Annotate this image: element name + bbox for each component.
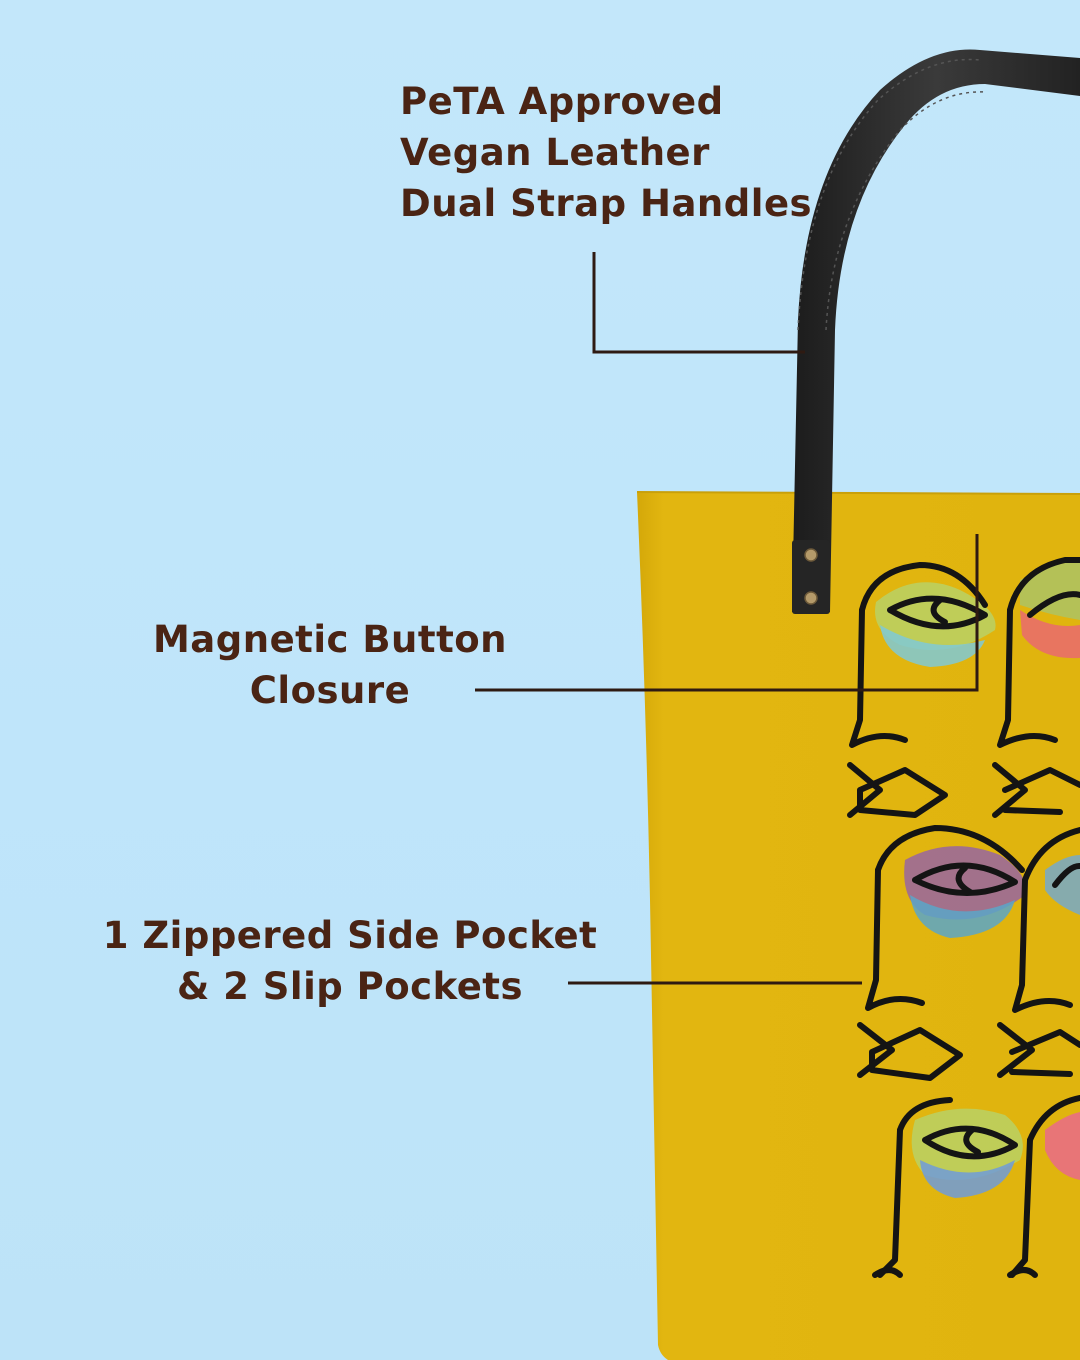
straps-callout-line-2: Vegan Leather [400,131,710,174]
pockets-callout-line-1: 1 Zippered Side Pocket [102,914,598,957]
strap-handle [792,49,1080,612]
straps-callout-line-3: Dual Strap Handles [400,182,813,225]
closure-callout-line-1: Magnetic Button [152,618,508,661]
straps-callout-line-1: PeTA Approved [400,80,724,123]
straps-callout: PeTA Approved Vegan Leather Dual Strap H… [400,76,812,229]
pockets-callout: 1 Zippered Side Pocket & 2 Slip Pockets [86,910,614,1012]
face-print [847,557,1080,1278]
closure-callout: Magnetic Button Closure [140,614,520,716]
straps-callout-line [592,252,805,354]
pockets-callout-line-2: & 2 Slip Pockets [176,965,524,1008]
closure-callout-line [475,534,979,692]
closure-callout-line-2: Closure [249,669,411,712]
